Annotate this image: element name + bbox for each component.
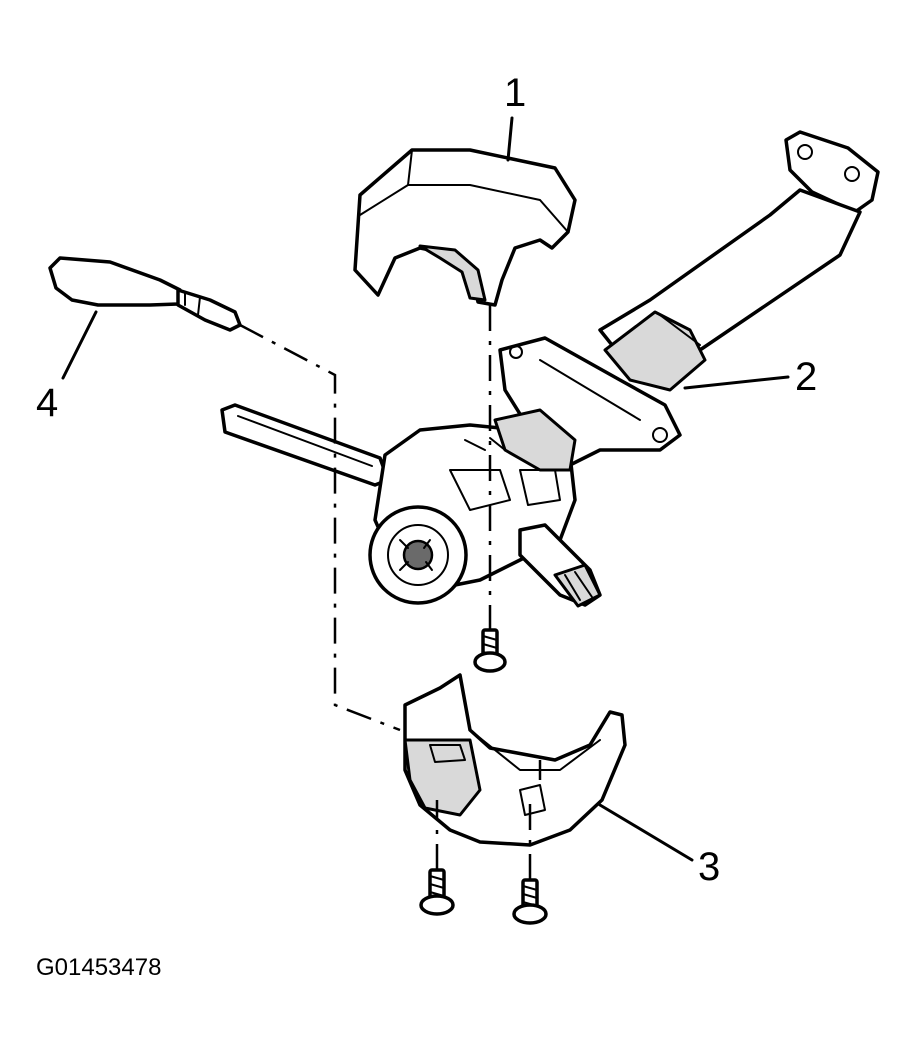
leader-lines <box>61 116 790 862</box>
callout-3: 3 <box>698 845 720 889</box>
upper-steering-column-cover <box>353 148 577 307</box>
figure-id: G01453478 <box>36 954 161 981</box>
callout-2: 2 <box>795 355 817 399</box>
switch-assembly <box>220 403 602 608</box>
lower-screw-left <box>419 868 455 916</box>
upper-screw <box>473 628 507 673</box>
lower-screw-right <box>512 878 548 925</box>
lower-steering-column-cover <box>403 673 627 847</box>
multifunction-lever-cap <box>48 256 242 332</box>
callout-1: 1 <box>504 71 526 115</box>
callout-4: 4 <box>36 381 58 425</box>
assembly-lines <box>239 305 542 880</box>
